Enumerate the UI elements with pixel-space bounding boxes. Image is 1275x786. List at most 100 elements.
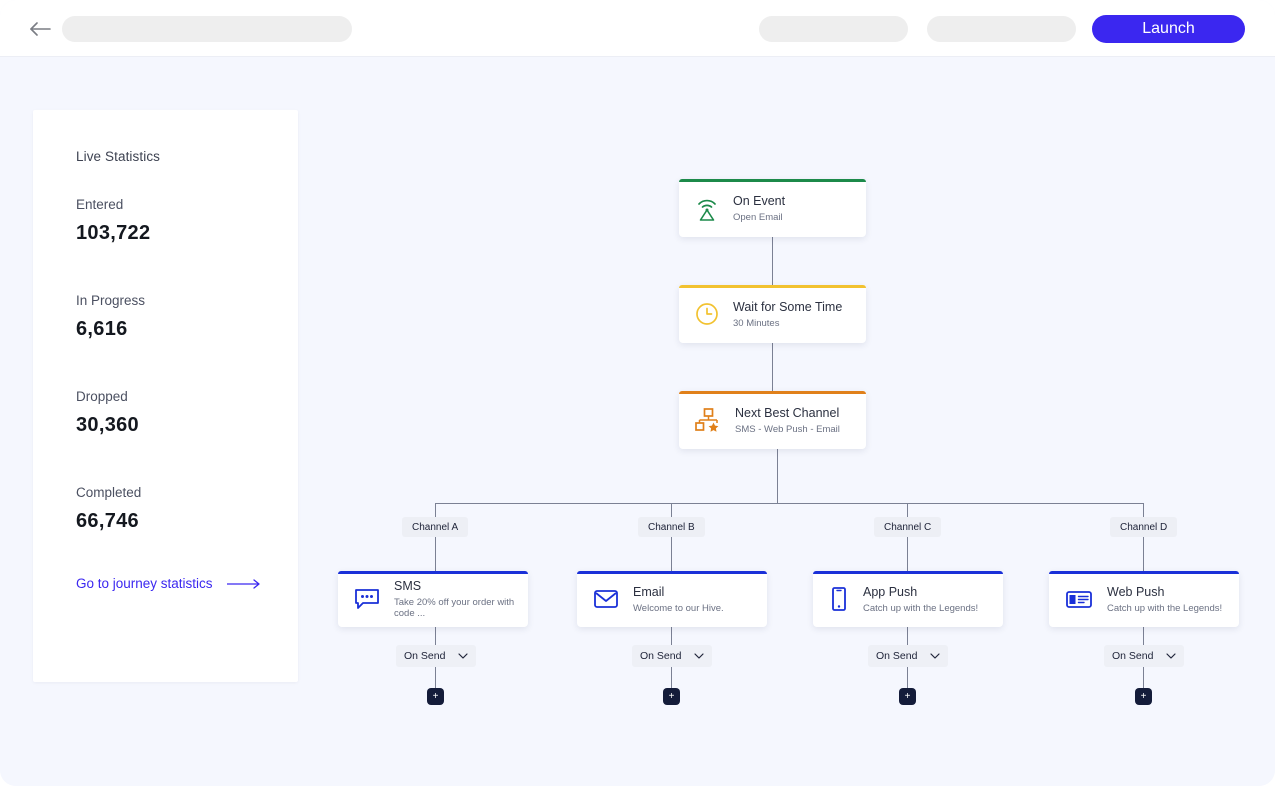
stat-value: 6,616 bbox=[76, 318, 128, 340]
live-statistics-panel: Live Statistics Entered 103,722 In Progr… bbox=[33, 110, 298, 682]
flow-node-web-push[interactable]: Web Push Catch up with the Legends! bbox=[1049, 571, 1239, 627]
stat-in-progress: In Progress 6,616 bbox=[76, 293, 145, 341]
dropdown-on-send-c[interactable]: On Send bbox=[868, 645, 948, 667]
add-step-button-a[interactable]: + bbox=[427, 688, 444, 705]
add-step-button-b[interactable]: + bbox=[663, 688, 680, 705]
stat-value: 30,360 bbox=[76, 414, 139, 436]
connector-branch-b-top bbox=[671, 503, 672, 517]
connector-wait-to-nbc bbox=[772, 343, 773, 391]
branch-chip-channel-c[interactable]: Channel C bbox=[874, 517, 942, 537]
node-subtitle: Open Email bbox=[733, 211, 783, 223]
node-title: Next Best Channel bbox=[735, 405, 840, 420]
journey-name-placeholder[interactable] bbox=[62, 16, 352, 42]
stat-label: Completed bbox=[76, 485, 142, 500]
chevron-down-icon bbox=[694, 653, 704, 659]
connector-nbc-trunk bbox=[777, 449, 778, 503]
stat-value: 66,746 bbox=[76, 510, 139, 532]
connector-dropdown-d-to-add bbox=[1143, 667, 1144, 688]
node-accent-bar bbox=[1049, 571, 1239, 574]
header-action-a-placeholder[interactable] bbox=[759, 16, 908, 42]
connector-branch-a-top bbox=[435, 503, 436, 517]
flow-node-next-best-channel[interactable]: Next Best Channel SMS - Web Push - Email bbox=[679, 391, 866, 449]
chevron-down-icon bbox=[458, 653, 468, 659]
stat-label: Entered bbox=[76, 197, 124, 212]
node-title: App Push bbox=[863, 584, 918, 599]
go-to-journey-statistics-link[interactable]: Go to journey statistics bbox=[76, 576, 261, 591]
connector-chip-d-to-card bbox=[1143, 537, 1144, 571]
branch-chip-channel-b[interactable]: Channel B bbox=[638, 517, 705, 537]
stat-label: Dropped bbox=[76, 389, 128, 404]
envelope-icon bbox=[593, 588, 619, 610]
node-accent-bar bbox=[813, 571, 1003, 574]
node-title: Email bbox=[633, 584, 665, 599]
dropdown-label: On Send bbox=[404, 650, 446, 662]
branch-chip-channel-a[interactable]: Channel A bbox=[402, 517, 469, 537]
node-text: Web Push Catch up with the Legends! bbox=[1107, 585, 1222, 614]
node-subtitle: SMS - Web Push - Email bbox=[735, 423, 840, 435]
node-text: SMS Take 20% off your order with code ..… bbox=[394, 579, 528, 619]
chevron-down-icon bbox=[1166, 653, 1176, 659]
node-text: On Event Open Email bbox=[733, 194, 785, 223]
connector-event-to-wait bbox=[772, 237, 773, 285]
launch-button[interactable]: Launch bbox=[1092, 15, 1245, 43]
node-title: On Event bbox=[733, 193, 786, 208]
back-button[interactable] bbox=[28, 18, 52, 40]
stat-dropped: Dropped 30,360 bbox=[76, 389, 139, 437]
dropdown-on-send-b[interactable]: On Send bbox=[632, 645, 712, 667]
node-subtitle: Catch up with the Legends! bbox=[863, 602, 979, 614]
flow-node-on-event[interactable]: On Event Open Email bbox=[679, 179, 866, 237]
broadcast-antenna-icon bbox=[695, 195, 719, 221]
journey-canvas: Live Statistics Entered 103,722 In Progr… bbox=[0, 57, 1275, 786]
node-title: Web Push bbox=[1107, 584, 1165, 599]
node-subtitle: Catch up with the Legends! bbox=[1107, 602, 1223, 614]
flow-node-sms[interactable]: SMS Take 20% off your order with code ..… bbox=[338, 571, 528, 627]
node-subtitle: Welcome to our Hive. bbox=[633, 602, 724, 614]
node-title: SMS bbox=[394, 579, 422, 593]
node-accent-bar bbox=[577, 571, 767, 574]
go-to-journey-statistics-label: Go to journey statistics bbox=[76, 576, 213, 591]
stat-entered: Entered 103,722 bbox=[76, 197, 150, 245]
back-arrow-icon bbox=[30, 22, 51, 36]
dropdown-label: On Send bbox=[1112, 650, 1154, 662]
dropdown-on-send-a[interactable]: On Send bbox=[396, 645, 476, 667]
connector-chip-c-to-card bbox=[907, 537, 908, 571]
node-accent-bar bbox=[679, 179, 866, 182]
flow-node-email[interactable]: Email Welcome to our Hive. bbox=[577, 571, 767, 627]
connector-card-c-to-dropdown bbox=[907, 627, 908, 645]
connector-dropdown-a-to-add bbox=[435, 667, 436, 688]
node-accent-bar bbox=[338, 571, 528, 574]
connector-card-b-to-dropdown bbox=[671, 627, 672, 645]
connector-card-d-to-dropdown bbox=[1143, 627, 1144, 645]
stat-completed: Completed 66,746 bbox=[76, 485, 141, 533]
connector-branch-d-top bbox=[1143, 503, 1144, 517]
flow-node-wait-for-some-time[interactable]: Wait for Some Time 30 Minutes bbox=[679, 285, 866, 343]
branch-chip-channel-d[interactable]: Channel D bbox=[1110, 517, 1178, 537]
connector-card-a-to-dropdown bbox=[435, 627, 436, 645]
node-text: App Push Catch up with the Legends! bbox=[863, 585, 978, 614]
mobile-phone-icon bbox=[829, 586, 849, 612]
dropdown-label: On Send bbox=[640, 650, 682, 662]
connector-branch-bar bbox=[435, 503, 1143, 504]
node-accent-bar bbox=[679, 391, 866, 394]
node-subtitle: Take 20% off your order with code ... bbox=[394, 597, 515, 619]
dropdown-on-send-d[interactable]: On Send bbox=[1104, 645, 1184, 667]
browser-window-icon bbox=[1065, 588, 1093, 610]
add-step-button-d[interactable]: + bbox=[1135, 688, 1152, 705]
hierarchy-star-icon bbox=[695, 407, 721, 433]
connector-chip-a-to-card bbox=[435, 537, 436, 571]
dropdown-label: On Send bbox=[876, 650, 918, 662]
flow-node-app-push[interactable]: App Push Catch up with the Legends! bbox=[813, 571, 1003, 627]
chevron-down-icon bbox=[930, 653, 940, 659]
connector-branch-c-top bbox=[907, 503, 908, 517]
connector-dropdown-b-to-add bbox=[671, 667, 672, 688]
header-action-b-placeholder[interactable] bbox=[927, 16, 1076, 42]
add-step-button-c[interactable]: + bbox=[899, 688, 916, 705]
node-subtitle: 30 Minutes bbox=[733, 317, 780, 329]
clock-icon bbox=[695, 302, 719, 326]
node-title: Wait for Some Time bbox=[733, 299, 843, 314]
live-statistics-title: Live Statistics bbox=[76, 149, 161, 164]
node-text: Next Best Channel SMS - Web Push - Email bbox=[735, 406, 840, 435]
long-arrow-right-icon bbox=[226, 578, 260, 589]
node-text: Email Welcome to our Hive. bbox=[633, 585, 724, 614]
